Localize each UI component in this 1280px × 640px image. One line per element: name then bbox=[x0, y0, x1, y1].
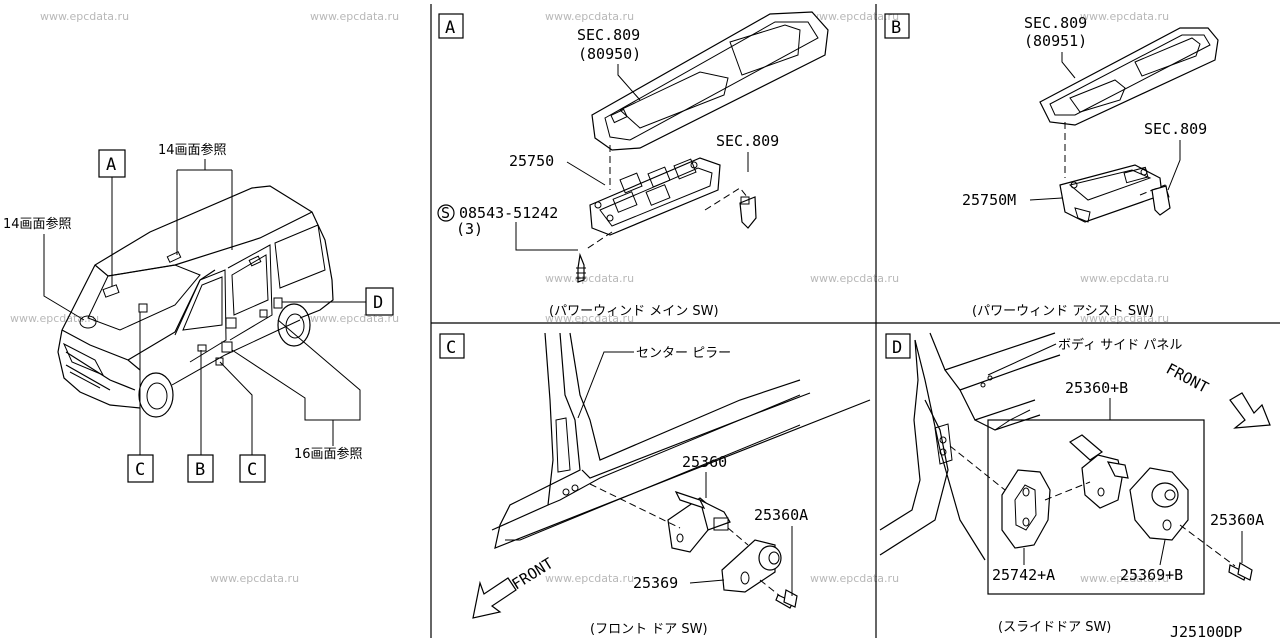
bottom-reference-label: 16画面参照 bbox=[294, 446, 363, 462]
sliding-door-switch-kit-box bbox=[987, 419, 1205, 595]
watermark: www.epcdata.ru bbox=[1080, 272, 1169, 285]
panel-d: D bbox=[879, 332, 1271, 640]
watermark: www.epcdata.ru bbox=[545, 272, 634, 285]
main-window-switch bbox=[589, 157, 721, 236]
watermarks: www.epcdata.ru www.epcdata.ru www.epcdat… bbox=[10, 10, 1169, 585]
window-switch-bezel bbox=[591, 11, 829, 151]
watermark: www.epcdata.ru bbox=[545, 572, 634, 585]
watermark: www.epcdata.ru bbox=[10, 312, 99, 325]
a-switch-part-number: 25750 bbox=[509, 152, 554, 170]
callout-a-label: A bbox=[106, 155, 116, 175]
front-direction-arrow bbox=[472, 577, 517, 619]
sliding-door-switch-plate bbox=[1001, 469, 1051, 549]
watermark: www.epcdata.ru bbox=[40, 10, 129, 23]
panel-d-box bbox=[885, 333, 911, 359]
b-sec-top-label: SEC.809 bbox=[1024, 14, 1087, 32]
callout-d-label: D bbox=[373, 293, 383, 313]
a-sec-top-code: (80950) bbox=[578, 45, 641, 63]
c-bolt-part-number: 25360A bbox=[754, 506, 808, 524]
d-rubber-part-number: 25369+B bbox=[1120, 566, 1183, 584]
d-bolt-part-number: 25360A bbox=[1210, 511, 1264, 529]
watermark: www.epcdata.ru bbox=[1080, 312, 1169, 325]
c-front-label: FRONT bbox=[509, 554, 557, 593]
panel-b: B SEC.809 (80951) SEC.809 25750M (パワーウィン… bbox=[884, 13, 1219, 319]
a-sec-right-label: SEC.809 bbox=[716, 132, 779, 150]
d-caption: (スライドドア SW) bbox=[998, 620, 1111, 635]
a-screw-quantity: (3) bbox=[456, 220, 483, 238]
callout-c1-label: C bbox=[135, 460, 145, 480]
panel-a-letter: A bbox=[445, 18, 455, 38]
c-pillar-label: センター ピラー bbox=[636, 346, 731, 361]
vehicle-overview bbox=[57, 185, 334, 418]
d-switch-part-number: 25360+B bbox=[1065, 379, 1128, 397]
watermark: www.epcdata.ru bbox=[310, 312, 399, 325]
panel-b-letter: B bbox=[891, 18, 901, 38]
watermark: www.epcdata.ru bbox=[1080, 10, 1169, 23]
front-direction-arrow bbox=[1229, 392, 1271, 429]
a-caption: (パワーウィンド メイン SW) bbox=[549, 304, 719, 319]
watermark: www.epcdata.ru bbox=[810, 572, 899, 585]
b-sec-top-code: (80951) bbox=[1024, 32, 1087, 50]
watermark: www.epcdata.ru bbox=[810, 10, 899, 23]
callout-c2-label: C bbox=[247, 460, 257, 480]
watermark: www.epcdata.ru bbox=[545, 10, 634, 23]
left-reference-label: 14画面参照 bbox=[3, 216, 72, 232]
top-reference-label: 14画面参照 bbox=[158, 142, 227, 158]
watermark: www.epcdata.ru bbox=[310, 10, 399, 23]
panel-d-letter: D bbox=[892, 338, 902, 358]
c-caption: (フロント ドア SW) bbox=[590, 622, 708, 637]
panel-a: A SEC.809 (80950) 25750 bbox=[437, 11, 829, 319]
d-plate-part-number: 25742+A bbox=[992, 566, 1055, 584]
panel-c-box bbox=[439, 333, 465, 359]
a-screw-symbol: S bbox=[441, 204, 450, 222]
assist-switch-bezel bbox=[1039, 27, 1219, 126]
overview-callouts: A 14画面参照 14画面参照 D 16画面参照 C B C bbox=[3, 142, 394, 483]
b-switch-part-number: 25750M bbox=[962, 191, 1016, 209]
d-front-label: FRONT bbox=[1163, 360, 1211, 397]
c-switch-part-number: 25360 bbox=[682, 453, 727, 471]
panel-a-box bbox=[438, 13, 464, 39]
panel-c-letter: C bbox=[446, 338, 456, 358]
a-sec-top-label: SEC.809 bbox=[577, 26, 640, 44]
watermark: www.epcdata.ru bbox=[1080, 572, 1169, 585]
b-sec-right-label: SEC.809 bbox=[1144, 120, 1207, 138]
d-panel-label: ボディ サイド パネル bbox=[1058, 337, 1182, 353]
panel-c: C センター ピラー 25360 25360A bbox=[439, 332, 871, 637]
watermark: www.epcdata.ru bbox=[545, 312, 634, 325]
diagram-code: J25100DP bbox=[1170, 623, 1242, 640]
panel-frames bbox=[430, 4, 1280, 638]
c-rubber-part-number: 25369 bbox=[633, 574, 678, 592]
panel-b-box bbox=[884, 13, 910, 39]
a-screw-part-number: 08543-51242 bbox=[459, 204, 558, 222]
watermark: www.epcdata.ru bbox=[810, 272, 899, 285]
watermark: www.epcdata.ru bbox=[210, 572, 299, 585]
callout-b-label: B bbox=[195, 460, 205, 480]
b-caption: (パワーウィンド アシスト SW) bbox=[972, 304, 1154, 319]
